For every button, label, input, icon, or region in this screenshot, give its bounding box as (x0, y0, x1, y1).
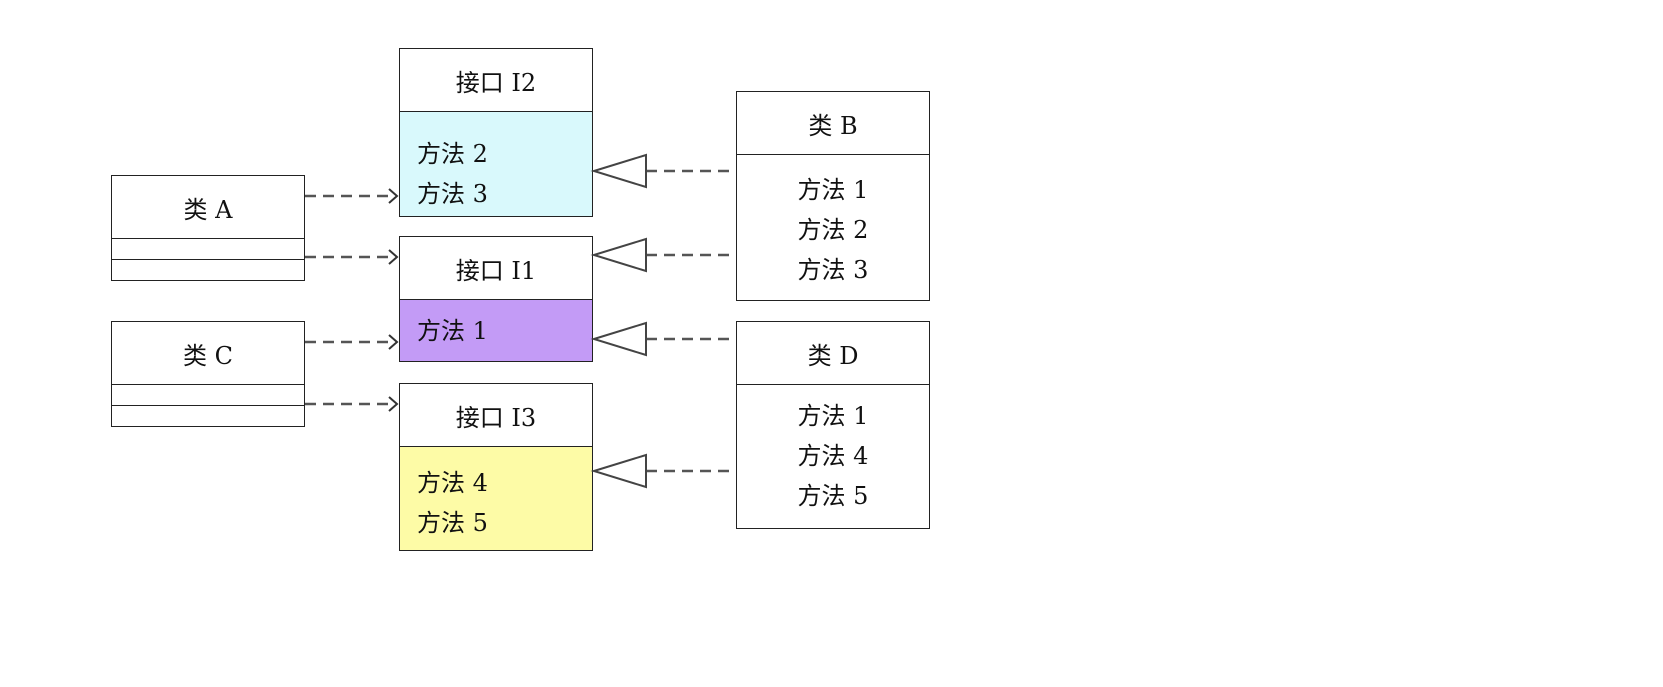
class-b-methods: 方法 1 方法 2 方法 3 (737, 155, 929, 300)
class-d-method: 方法 1 (797, 402, 869, 430)
class-b-title: 类 B (737, 92, 929, 155)
class-d-method: 方法 4 (797, 442, 869, 470)
class-d-title: 类 D (737, 322, 929, 385)
open-arrowhead-icon (388, 249, 399, 265)
open-arrowhead-icon (388, 188, 399, 204)
interface-i3-box: 接口 I3 方法 4 方法 5 (399, 383, 593, 551)
hollow-triangle-arrowhead-icon (590, 153, 647, 189)
interface-i3-title: 接口 I3 (400, 384, 592, 447)
interface-i1-methods: 方法 1 (400, 300, 592, 361)
open-arrowhead-icon (388, 334, 399, 350)
interface-i2-methods: 方法 2 方法 3 (400, 112, 592, 216)
class-c-title: 类 C (112, 322, 304, 385)
interface-i1-title: 接口 I1 (400, 237, 592, 300)
open-arrowhead-icon (388, 396, 399, 412)
interface-i2-box: 接口 I2 方法 2 方法 3 (399, 48, 593, 217)
class-a-box: 类 A (111, 175, 305, 281)
interface-i1-box: 接口 I1 方法 1 (399, 236, 593, 362)
hollow-triangle-arrowhead-icon (590, 237, 647, 273)
interface-i3-method: 方法 5 (417, 509, 488, 537)
class-c-box: 类 C (111, 321, 305, 427)
class-d-box: 类 D 方法 1 方法 4 方法 5 (736, 321, 930, 529)
class-b-method: 方法 1 (797, 176, 869, 204)
interface-i1-method: 方法 1 (417, 317, 488, 345)
class-b-method: 方法 2 (797, 216, 869, 244)
class-b-method: 方法 3 (797, 256, 869, 284)
hollow-triangle-arrowhead-icon (590, 453, 647, 489)
class-d-method: 方法 5 (797, 482, 869, 510)
class-d-methods: 方法 1 方法 4 方法 5 (737, 385, 929, 528)
interface-i2-method: 方法 3 (417, 180, 488, 208)
hollow-triangle-arrowhead-icon (590, 321, 647, 357)
class-a-attributes-compartment (112, 239, 304, 260)
interface-i2-title: 接口 I2 (400, 49, 592, 112)
interface-i3-methods: 方法 4 方法 5 (400, 447, 592, 550)
interface-i2-method: 方法 2 (417, 140, 488, 168)
interface-i3-method: 方法 4 (417, 469, 488, 497)
class-c-attributes-compartment (112, 385, 304, 406)
class-b-box: 类 B 方法 1 方法 2 方法 3 (736, 91, 930, 301)
class-a-title: 类 A (112, 176, 304, 239)
